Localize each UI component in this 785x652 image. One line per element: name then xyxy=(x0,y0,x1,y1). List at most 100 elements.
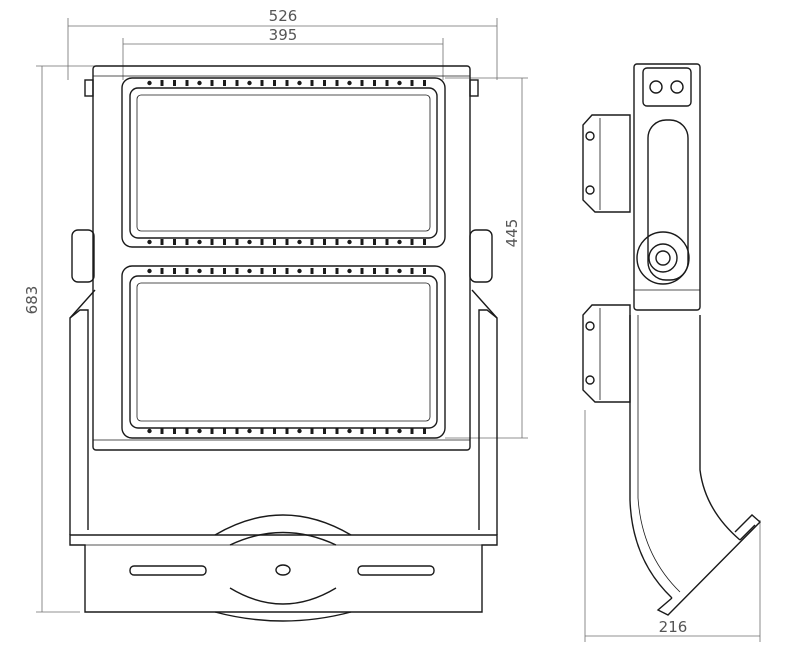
dimension-module-width: 395 xyxy=(122,26,444,80)
module-fin xyxy=(285,80,289,86)
module-fin xyxy=(273,428,276,434)
module-fin xyxy=(347,239,352,245)
module-fin xyxy=(173,268,176,274)
module-fin xyxy=(323,268,326,274)
module-fin xyxy=(385,268,389,274)
module-fin xyxy=(285,239,289,245)
module-fin xyxy=(147,428,152,434)
pivot-knob-left xyxy=(71,229,95,283)
module-fin xyxy=(147,268,152,274)
module-fin xyxy=(335,268,339,274)
module-fin xyxy=(173,428,176,434)
module-fin xyxy=(373,239,376,245)
module-fin xyxy=(385,428,389,434)
module-fin xyxy=(285,268,289,274)
module-fin xyxy=(373,80,376,86)
side-driver-box-upper xyxy=(582,114,631,213)
led-module-upper xyxy=(121,77,446,248)
module-fin xyxy=(423,428,426,434)
module-fin xyxy=(397,428,402,434)
module-fin xyxy=(385,80,389,86)
module-fin xyxy=(273,268,276,274)
dimension-module-height: 445 xyxy=(445,77,528,439)
module-fin xyxy=(273,239,276,245)
module-fin xyxy=(397,268,402,274)
module-fin xyxy=(210,239,214,245)
module-fin xyxy=(347,428,352,434)
module-fin xyxy=(147,80,152,86)
module-fin xyxy=(323,80,326,86)
module-fin xyxy=(360,80,364,86)
module-fin xyxy=(185,239,189,245)
module-fin xyxy=(310,428,314,434)
dimension-label-526: 526 xyxy=(269,7,298,25)
front-housing xyxy=(92,65,471,451)
module-fin xyxy=(260,428,264,434)
module-fin xyxy=(360,239,364,245)
module-fin xyxy=(335,80,339,86)
module-fin xyxy=(247,80,252,86)
module-fin xyxy=(335,239,339,245)
module-fin xyxy=(197,80,202,86)
module-fin xyxy=(423,268,426,274)
module-fin xyxy=(397,239,402,245)
module-fin xyxy=(235,239,239,245)
side-pivot-knob xyxy=(636,231,690,285)
module-fin xyxy=(173,239,176,245)
module-fin xyxy=(223,80,226,86)
module-fin xyxy=(310,239,314,245)
module-fin xyxy=(297,239,302,245)
module-fin xyxy=(197,239,202,245)
dimension-label-216: 216 xyxy=(659,618,688,636)
module-fin xyxy=(160,239,164,245)
side-bracket xyxy=(629,315,762,616)
module-fin xyxy=(235,268,239,274)
module-fin xyxy=(360,428,364,434)
module-fin xyxy=(173,80,176,86)
module-fin xyxy=(410,80,414,86)
dimension-side-depth: 216 xyxy=(584,410,761,642)
module-fin xyxy=(197,428,202,434)
module-fin xyxy=(335,428,339,434)
module-fin xyxy=(410,428,414,434)
module-fin xyxy=(235,80,239,86)
module-fin xyxy=(373,428,376,434)
side-view xyxy=(582,63,762,616)
dimension-label-445: 445 xyxy=(503,219,521,248)
module-fin xyxy=(260,268,264,274)
module-fin xyxy=(347,268,352,274)
module-fin xyxy=(297,268,302,274)
pivot-knob-right xyxy=(469,229,493,283)
module-fin xyxy=(210,268,214,274)
module-fin xyxy=(410,239,414,245)
module-fin xyxy=(235,428,239,434)
front-view xyxy=(69,65,498,622)
module-fin xyxy=(185,80,189,86)
module-fin xyxy=(197,268,202,274)
module-fin xyxy=(310,80,314,86)
module-fin xyxy=(297,428,302,434)
module-fin xyxy=(223,268,226,274)
heat-sink-fins xyxy=(147,80,426,434)
module-fin xyxy=(285,428,289,434)
side-driver-box-lower xyxy=(582,304,631,403)
dimension-label-395: 395 xyxy=(269,26,298,44)
module-fin xyxy=(297,80,302,86)
module-fin xyxy=(347,80,352,86)
module-fin xyxy=(210,428,214,434)
module-fin xyxy=(323,428,326,434)
module-fin xyxy=(247,239,252,245)
module-fin xyxy=(247,268,252,274)
module-fin xyxy=(423,80,426,86)
module-fin xyxy=(223,239,226,245)
module-fin xyxy=(273,80,276,86)
front-bracket xyxy=(69,289,498,622)
module-fin xyxy=(423,239,426,245)
dimension-label-683: 683 xyxy=(23,286,41,315)
module-fin xyxy=(360,268,364,274)
module-fin xyxy=(323,239,326,245)
dimension-total-height: 683 xyxy=(23,65,95,613)
module-fin xyxy=(160,268,164,274)
module-fin xyxy=(160,80,164,86)
